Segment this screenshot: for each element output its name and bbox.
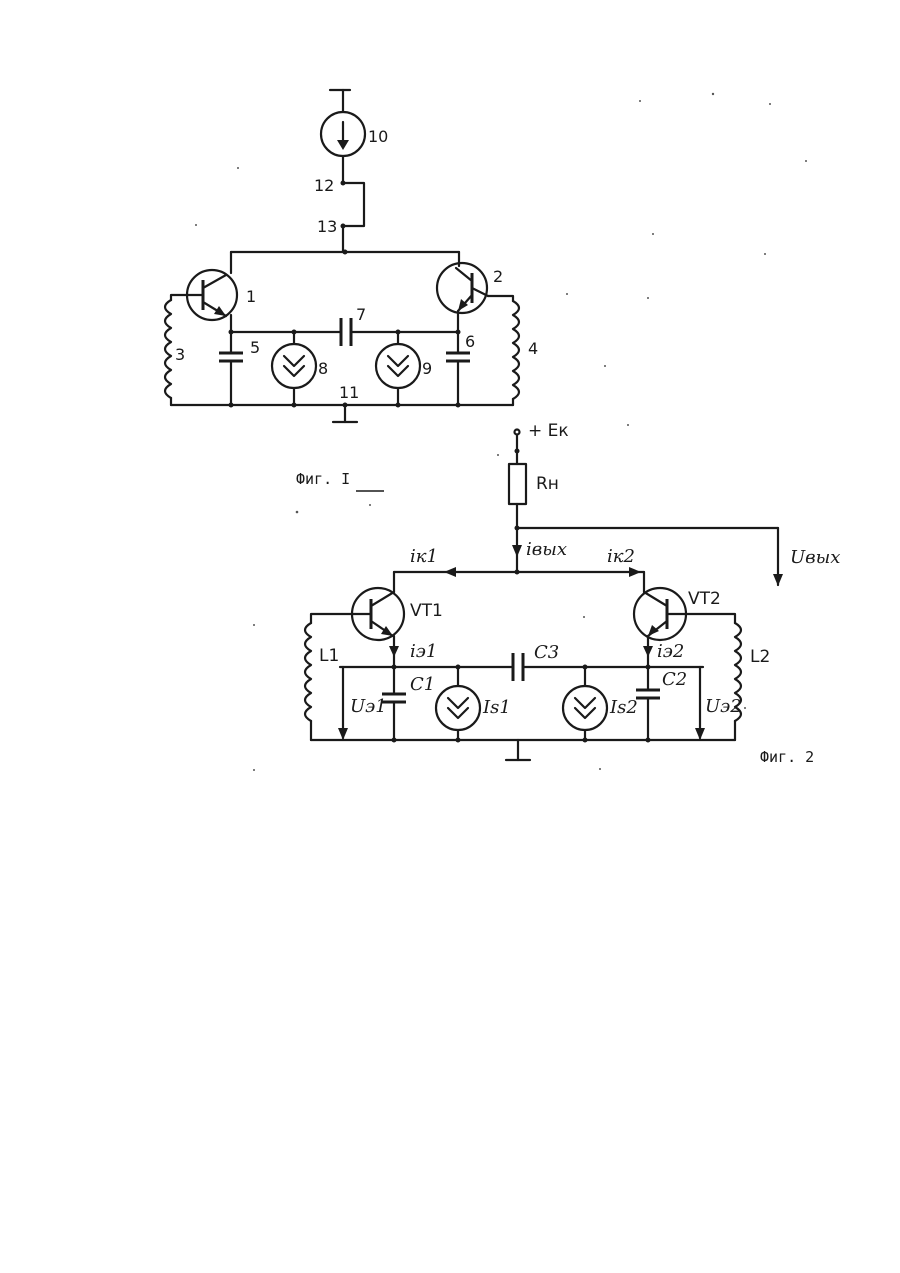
fig2-supply-terminal bbox=[515, 430, 520, 435]
fig2-label-supply: + Eк bbox=[528, 421, 569, 441]
fig1-label-9: 9 bbox=[422, 359, 432, 378]
fig2-label-is2: Is2 bbox=[609, 697, 638, 718]
fig1-label-4: 4 bbox=[528, 339, 538, 358]
fig2-label-output-voltage: Uвых bbox=[790, 547, 840, 568]
fig2-label-output-current: iвых bbox=[526, 539, 567, 560]
fig1-transistor-1 bbox=[187, 270, 237, 320]
fig2-label-emitter-voltage-1: Uэ1 bbox=[350, 696, 387, 717]
fig2-label-c3: C3 bbox=[534, 642, 559, 663]
fig1-label-1: 1 bbox=[246, 287, 256, 306]
fig2-caption: Фиг. 2 bbox=[760, 748, 814, 766]
fig2-label-vt2: VT2 bbox=[688, 589, 721, 609]
fig2-label-l2: L2 bbox=[750, 647, 770, 667]
fig2-label-emitter-voltage-2: Uэ2 bbox=[705, 696, 742, 717]
fig1-current-source-10 bbox=[321, 112, 365, 156]
fig1-caption: Фиг. I bbox=[296, 470, 350, 488]
fig2-label-emitter-current-2: iэ2 bbox=[657, 641, 684, 662]
fig1-label-6: 6 bbox=[465, 332, 475, 351]
fig1-transistor-2 bbox=[437, 263, 488, 313]
fig1-label-3: 3 bbox=[175, 345, 185, 364]
fig1-label-8: 8 bbox=[318, 359, 328, 378]
fig1-label-7: 7 bbox=[356, 305, 366, 324]
fig1-current-source-8 bbox=[272, 344, 316, 388]
fig1-label-5: 5 bbox=[250, 338, 260, 357]
fig2-label-is1: Is1 bbox=[482, 697, 511, 718]
fig1-jumper-12-13 bbox=[343, 183, 364, 226]
fig1-label-12: 12 bbox=[314, 176, 334, 195]
fig2-current-source-is2 bbox=[563, 686, 607, 730]
figure-1: 10 12 13 1 bbox=[165, 90, 538, 491]
fig1-inductor-3 bbox=[165, 300, 171, 398]
fig2-label-emitter-current-1: iэ1 bbox=[410, 641, 437, 662]
fig2-inductor-l1 bbox=[305, 623, 311, 721]
fig1-label-13: 13 bbox=[317, 217, 337, 236]
figure-2: + Eк Rн Uвых iвых iк1 iк2 bbox=[305, 421, 840, 766]
fig2-label-l1: L1 bbox=[319, 646, 339, 666]
fig2-label-collector-current-1: iк1 bbox=[410, 546, 438, 567]
fig2-label-load-resistor: Rн bbox=[536, 474, 559, 494]
fig2-transistor-vt2 bbox=[634, 588, 686, 640]
fig2-current-source-is1 bbox=[436, 686, 480, 730]
fig1-current-source-9 bbox=[376, 344, 420, 388]
scan-specks bbox=[195, 93, 807, 771]
fig2-transistor-vt1 bbox=[352, 588, 404, 640]
fig1-label-11: 11 bbox=[339, 383, 359, 402]
fig2-label-c2: C2 bbox=[662, 669, 687, 690]
fig2-label-collector-current-2: iк2 bbox=[607, 546, 635, 567]
fig1-label-2: 2 bbox=[493, 267, 503, 286]
fig1-inductor-4 bbox=[513, 301, 519, 399]
fig2-label-c1: C1 bbox=[410, 674, 435, 695]
fig2-load-resistor bbox=[509, 464, 526, 504]
fig2-label-vt1: VT1 bbox=[410, 601, 443, 621]
fig1-label-10: 10 bbox=[368, 127, 388, 146]
